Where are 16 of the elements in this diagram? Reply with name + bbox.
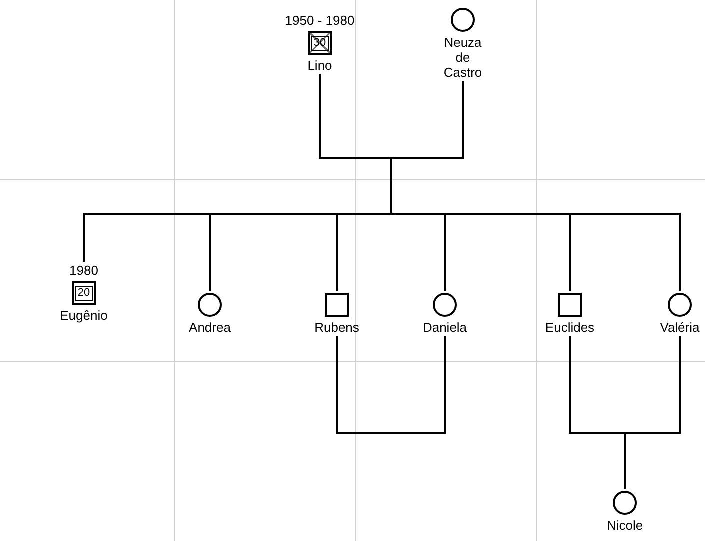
descent-line [624, 336, 681, 489]
person-name: Daniela [422, 319, 468, 336]
person-name: Valéria [660, 319, 700, 336]
life-dates: 1980 [70, 262, 98, 279]
person-name: Andrea [189, 319, 231, 336]
marriage-line [336, 336, 446, 434]
age-symbol: 20 [72, 281, 96, 305]
age-symbol: 30 [308, 31, 332, 55]
person-name: Lino [308, 57, 332, 74]
person-name: Nicole [606, 517, 644, 534]
life-dates: 1950 - 1980 [285, 12, 355, 29]
person-name: Rubens [314, 319, 360, 336]
person-name: Eugênio [60, 307, 108, 324]
person-name: Euclides [545, 319, 595, 336]
descent-line [390, 81, 681, 291]
person-name: Neuza de Castro [442, 34, 484, 81]
